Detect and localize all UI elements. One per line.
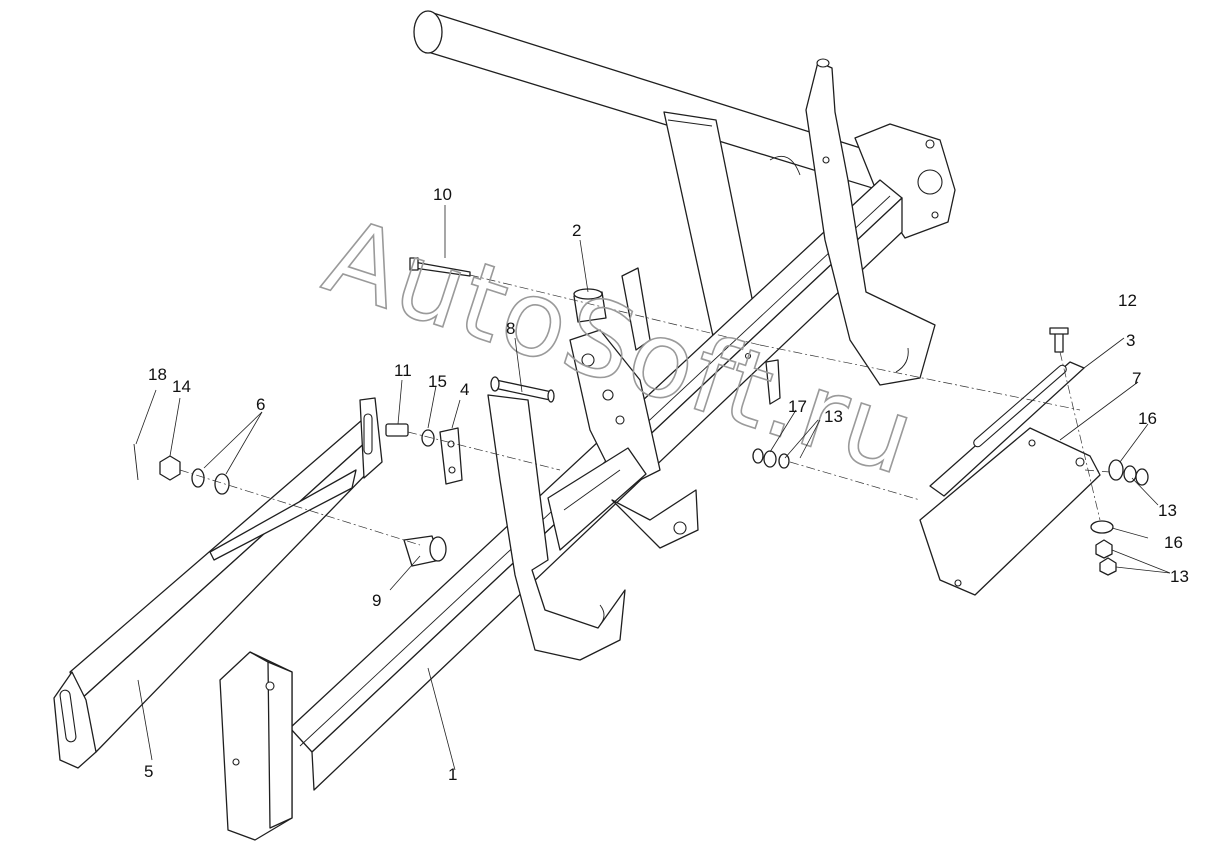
- callout-8: 8: [506, 319, 515, 338]
- beam-end-bracket: [219, 651, 293, 841]
- callout-13a: 13: [824, 407, 843, 426]
- callout-labels: 1 2 3 4 5 6 7 8 9 10 11 12 13 13 13 14 1…: [144, 185, 1189, 784]
- callout-2: 2: [572, 221, 581, 240]
- hook-upper: [805, 58, 936, 386]
- callout-18: 18: [148, 365, 167, 384]
- callout-14: 14: [172, 377, 191, 396]
- extension-arm: [53, 397, 383, 769]
- callout-12: 12: [1118, 291, 1137, 310]
- callout-5: 5: [144, 762, 153, 781]
- callout-16b: 16: [1164, 533, 1183, 552]
- bracket-plate-right: [919, 361, 1101, 596]
- assembly-axes: [179, 274, 1111, 546]
- callout-16a: 16: [1138, 409, 1157, 428]
- callout-4: 4: [460, 380, 469, 399]
- callout-7: 7: [1132, 369, 1141, 388]
- callout-17: 17: [788, 397, 807, 416]
- callout-10: 10: [433, 185, 452, 204]
- fasteners: [133, 257, 1149, 576]
- callout-6: 6: [256, 395, 265, 414]
- callout-3: 3: [1126, 331, 1135, 350]
- leader-lines: [135, 205, 1171, 771]
- callout-1: 1: [448, 765, 457, 784]
- callout-15: 15: [428, 372, 447, 391]
- cross-tube: [413, 10, 931, 206]
- hook-center: [487, 394, 626, 661]
- callout-13c: 13: [1170, 567, 1189, 586]
- callout-11: 11: [394, 361, 412, 380]
- center-bracket: [547, 267, 781, 551]
- bushing: [573, 288, 607, 323]
- callout-13b: 13: [1158, 501, 1177, 520]
- callout-9: 9: [372, 591, 381, 610]
- pin: [490, 376, 555, 403]
